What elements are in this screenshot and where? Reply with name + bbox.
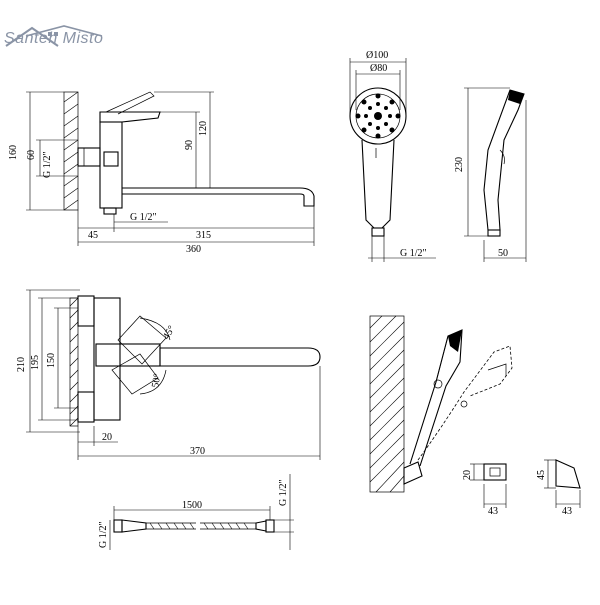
dim-hose-g-right: G 1/2" [278, 479, 289, 506]
dim-top-w315: 315 [196, 230, 211, 241]
dim-holder-w43a: 43 [488, 506, 498, 517]
hose-braid-icon [149, 522, 249, 530]
shower-head-front-view: Ø100 Ø80 G 1/2" [349, 50, 436, 262]
mixer-front-view: 210 195 150 45° 50° 20 370 [16, 289, 321, 460]
dim-holder-h45: 45 [536, 470, 547, 480]
mixer-side-view: 160 60 G 1/2" 90 120 G 1/2" 45 315 360 [8, 91, 315, 255]
dim-handle-w50: 50 [498, 248, 508, 259]
dim-front-angle45: 45° [161, 324, 178, 342]
dim-top-h90: 90 [184, 140, 195, 150]
dim-front-h210: 210 [16, 357, 27, 372]
dim-head-g: G 1/2" [400, 248, 427, 259]
shower-nozzles-icon [355, 93, 401, 139]
dim-front-w370: 370 [190, 446, 205, 457]
dim-handle-h230: 230 [454, 157, 465, 172]
dim-top-g-left: G 1/2" [42, 151, 53, 178]
dim-top-height-total: 160 [8, 145, 19, 160]
holder-dimension-views: 20 43 45 43 [462, 459, 581, 517]
dim-hose-len: 1500 [182, 500, 202, 511]
dim-top-w45: 45 [88, 230, 98, 241]
dim-front-w20: 20 [102, 432, 112, 443]
dim-front-angle50: 50° [150, 373, 163, 389]
dim-top-w360: 360 [186, 244, 201, 255]
logo-house-icon [5, 25, 103, 47]
shower-wall-mount-view [369, 315, 513, 493]
shower-head-side-view: 230 50 [454, 87, 527, 262]
dim-top-g-bottom: G 1/2" [130, 212, 157, 223]
dim-front-h150: 150 [46, 353, 57, 368]
logo-text: Santeh Misto [4, 30, 104, 47]
dim-holder-h20: 20 [462, 470, 473, 480]
dim-front-h195: 195 [30, 355, 41, 370]
shower-hose-view: 1500 G 1/2" G 1/2" [98, 474, 294, 550]
dim-hose-g-left: G 1/2" [98, 521, 109, 548]
dim-top-h120: 120 [198, 121, 209, 136]
dim-head-d100: Ø100 [366, 50, 388, 61]
dim-holder-w43b: 43 [562, 506, 572, 517]
dim-top-height-60: 60 [26, 150, 37, 160]
dim-head-d80: Ø80 [370, 63, 387, 74]
